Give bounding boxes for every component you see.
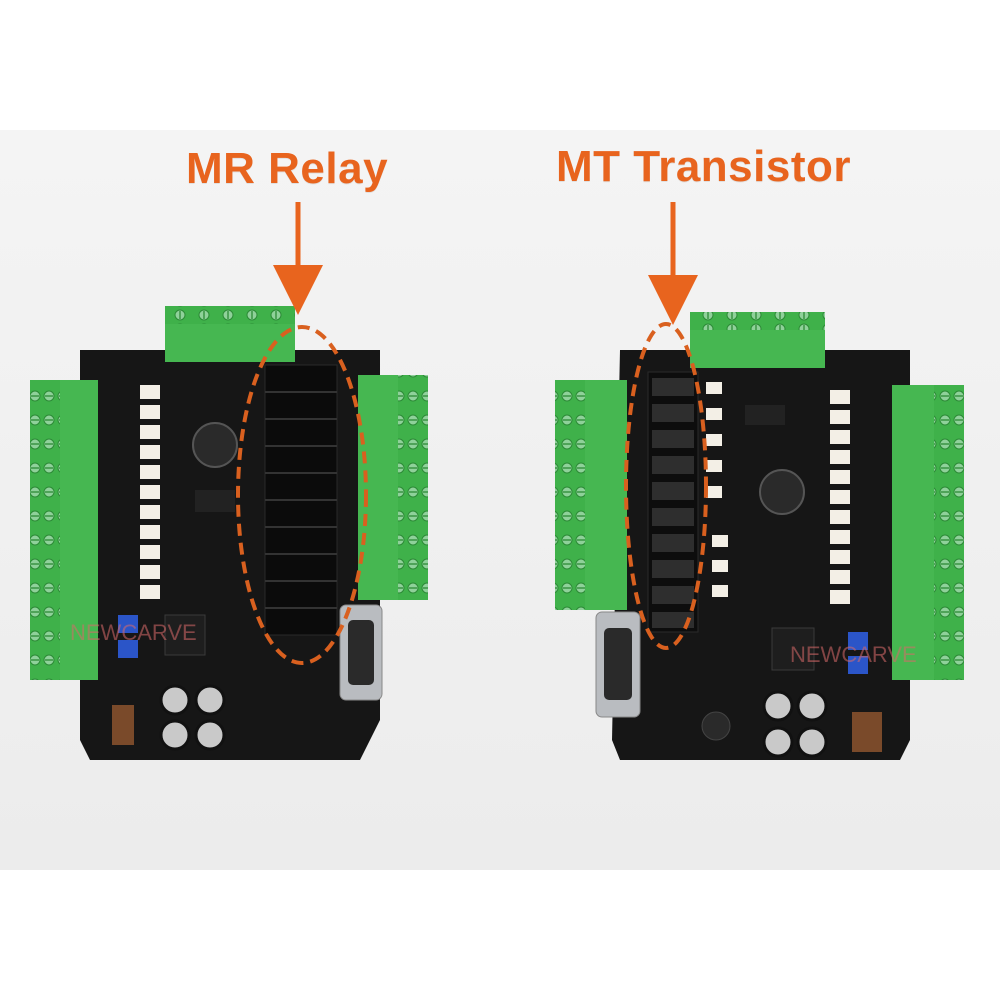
relay-mcu-chip xyxy=(164,614,206,656)
transistor-watermark: NEWCARVE xyxy=(790,642,917,667)
transistor-output-optocouplers xyxy=(706,382,728,597)
transistor-board: NEWCARVE xyxy=(555,312,964,760)
relay-top-terminal xyxy=(165,306,295,324)
relay-capacitors xyxy=(159,684,226,751)
transistor-left-terminal xyxy=(555,380,585,610)
relay-array xyxy=(264,364,338,636)
transistor-pot-1 xyxy=(848,632,868,650)
transistor-label: MT Transistor xyxy=(556,142,851,191)
relay-left-terminal-upper-body xyxy=(60,380,98,590)
transistor-input-optocouplers xyxy=(830,390,850,604)
relay-right-terminal xyxy=(398,375,428,600)
relay-pot-2 xyxy=(118,640,138,658)
transistor-mcu-chip xyxy=(771,627,815,671)
relay-coin-battery xyxy=(192,422,238,468)
relay-board: NEWCARVE xyxy=(30,306,428,760)
transistor-array xyxy=(647,371,699,633)
relay-ic-chip xyxy=(195,490,235,512)
relay-right-terminal-body xyxy=(358,375,398,600)
relay-highlight-ellipse xyxy=(236,325,368,665)
transistor-coin-battery xyxy=(759,469,805,515)
relay-label: MR Relay xyxy=(186,144,389,193)
transistor-capacitors xyxy=(762,690,828,758)
transistor-right-terminal-upper xyxy=(934,385,964,595)
relay-left-terminal-upper xyxy=(30,380,60,590)
relay-left-terminal-lower xyxy=(30,590,60,680)
relay-watermark: NEWCARVE xyxy=(70,620,197,645)
transistor-inductor xyxy=(701,711,731,741)
transistor-ic-chip xyxy=(745,405,785,425)
relay-pot-1 xyxy=(118,615,138,633)
transistor-pot-2 xyxy=(848,656,868,674)
transistor-right-terminal-body xyxy=(892,385,934,595)
transistor-right-terminal-lower xyxy=(934,595,964,680)
relay-input-optocouplers xyxy=(140,385,160,599)
transistor-top-terminal xyxy=(690,312,825,330)
transistor-power-switch xyxy=(852,712,882,752)
relay-power-switch xyxy=(112,705,134,745)
